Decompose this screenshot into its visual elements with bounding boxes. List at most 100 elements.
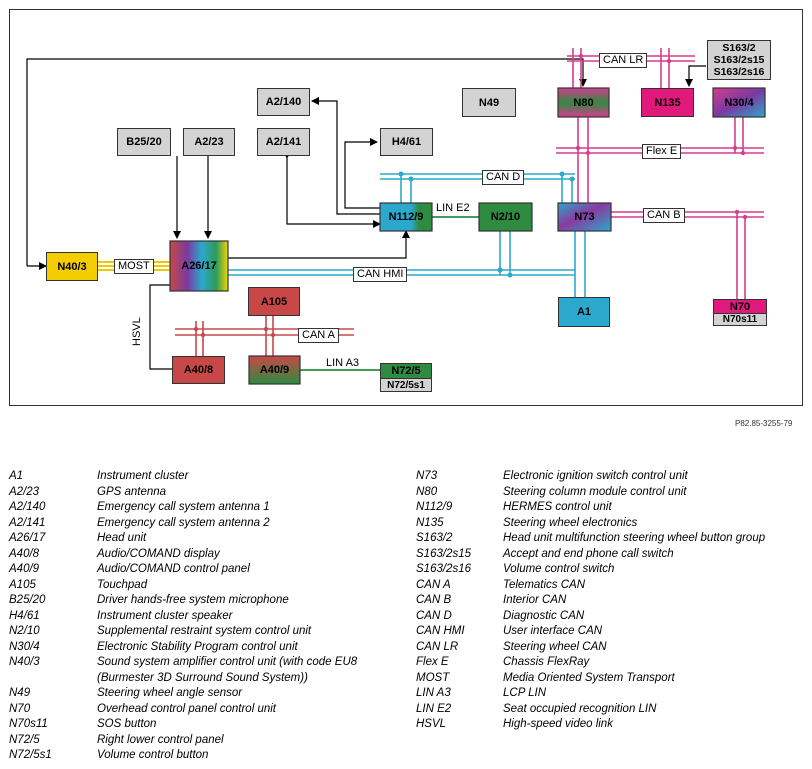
node-a26-17: A26/17 [181, 260, 217, 272]
node-s163-2s15: S163/2s15 [713, 54, 765, 66]
node-n80: N80 [573, 96, 594, 109]
legend-code: H4/61 [9, 609, 40, 622]
node-a1: A1 [558, 297, 610, 327]
bus-label-can-a: CAN A [298, 328, 340, 343]
legend-desc: GPS antenna [97, 485, 167, 498]
node-n49: N49 [462, 88, 516, 117]
legend-desc: Interior CAN [503, 594, 567, 606]
n112-9-fill [379, 202, 433, 232]
node-b25-20: B25/20 [117, 128, 171, 156]
legend-code: N135 [416, 516, 444, 529]
signal-lines [26, 58, 706, 370]
bus-label-can-hmi: CAN HMI [353, 267, 408, 282]
legend-desc: Touchpad [97, 578, 148, 591]
legend-desc: Steering column module control unit [503, 485, 687, 498]
legend-desc: SOS button [97, 718, 157, 730]
legend-code: N40/3 [9, 656, 40, 668]
legend-desc: Electronic Stability Program control uni… [97, 640, 298, 653]
node-n70: N70 [714, 300, 766, 313]
legend-code: N112/9 [416, 501, 453, 513]
legend-code: CAN D [416, 609, 452, 622]
flex-e-bus [556, 117, 764, 203]
legend-desc: (Burmester 3D Surround Sound System)) [97, 671, 308, 684]
node-a40-8: A40/8 [172, 356, 225, 384]
legend-code: CAN HMI [416, 625, 465, 637]
legend-code: A40/9 [9, 563, 40, 575]
node-n40-3: N40/3 [46, 252, 98, 281]
legend-code: N2/10 [9, 625, 40, 637]
bus-label-can-d: CAN D [482, 170, 525, 185]
legend-code: N80 [416, 485, 438, 498]
legend-code: S163/2s16 [416, 563, 471, 575]
bus-label-can-lr: CAN LR [599, 53, 648, 68]
legend-desc: LCP LIN [503, 687, 547, 699]
bus-label-lin-e2: LIN E2 [436, 202, 470, 214]
node-n135: N135 [641, 88, 694, 117]
legend-desc: Volume control switch [503, 563, 615, 575]
legend-code: CAN B [416, 594, 452, 606]
legend-code: A1 [9, 470, 24, 482]
node-a2-141: A2/141 [257, 128, 310, 156]
legend-desc: Audio/COMAND display [97, 547, 220, 560]
node-n112-9: N112/9 [388, 211, 424, 223]
legend-desc: Instrument cluster [97, 470, 189, 482]
legend-code: LIN E2 [416, 702, 452, 715]
bus-label-lin-a3: LIN A3 [326, 357, 360, 369]
node-s163-2s16: S163/2s16 [713, 66, 765, 78]
node-n72-5s1: N72/5s1 [381, 378, 431, 391]
flex-e-junctions [575, 145, 746, 156]
legend-desc: Instrument cluster speaker [97, 609, 233, 622]
legend-desc: Steering wheel angle sensor [97, 687, 243, 699]
figure-reference: P82.85-3255-79 [735, 419, 793, 428]
legend-desc: Volume control button [97, 749, 209, 761]
can-d-junctions [398, 171, 575, 278]
n73-fill [557, 202, 612, 232]
legend-desc: Chassis FlexRay [503, 656, 590, 668]
legend-desc: Diagnostic CAN [503, 609, 585, 622]
legend-desc: HERMES control unit [503, 501, 612, 513]
legend-code: N72/5 [9, 733, 40, 746]
node-n70s11: N70s11 [714, 313, 766, 325]
legend-desc: Media Oriented System Transport [503, 671, 675, 684]
bus-label-can-b: CAN B [643, 208, 685, 223]
can-b-bus [611, 211, 764, 299]
lin-lines [300, 216, 479, 371]
legend-desc: Audio/COMAND control panel [97, 563, 250, 575]
legend-code: A40/8 [9, 547, 40, 560]
legend-desc: High-speed video link [503, 718, 613, 730]
legend-code: Flex E [416, 656, 449, 668]
legend-desc: Emergency call system antenna 2 [97, 516, 270, 529]
diagram-frame [9, 9, 803, 406]
node-n30-4: N30/4 [724, 96, 754, 109]
legend-code: N73 [416, 470, 438, 482]
n2-10-fill [478, 202, 533, 232]
legend-code: MOST [416, 671, 450, 684]
legend-desc: User interface CAN [503, 625, 603, 637]
legend-desc: Right lower control panel [97, 733, 224, 746]
legend-code: S163/2 [416, 532, 453, 544]
legend-code: LIN A3 [416, 687, 451, 699]
node-s163-2-group: S163/2 S163/2s15 S163/2s16 [707, 40, 771, 80]
legend-code: S163/2s15 [416, 547, 471, 560]
node-n2-10: N2/10 [490, 211, 521, 223]
legend-desc: Seat occupied recognition LIN [503, 702, 657, 715]
can-d-bus [380, 173, 586, 297]
legend-code: CAN LR [416, 640, 459, 653]
node-n70-group: N70 N70s11 [713, 299, 767, 326]
legend-code: B25/20 [9, 594, 46, 606]
legend-code: HSVL [416, 718, 447, 730]
legend-desc: Overhead control panel control unit [97, 702, 276, 715]
node-n72-5-group: N72/5 N72/5s1 [380, 363, 432, 392]
legend-desc: Emergency call system antenna 1 [97, 501, 270, 513]
legend-code: A26/17 [9, 532, 46, 544]
legend-code: N70s11 [9, 718, 48, 730]
legend-desc: Supplemental restraint system control un… [97, 625, 312, 637]
legend-code: N30/4 [9, 640, 40, 653]
legend-code: CAN A [416, 578, 451, 591]
node-s163-2: S163/2 [722, 42, 756, 54]
n80-fill [557, 87, 610, 118]
legend-code: N49 [9, 687, 31, 699]
legend-desc: Steering wheel CAN [503, 640, 607, 653]
can-lr-junctions [578, 53, 672, 64]
